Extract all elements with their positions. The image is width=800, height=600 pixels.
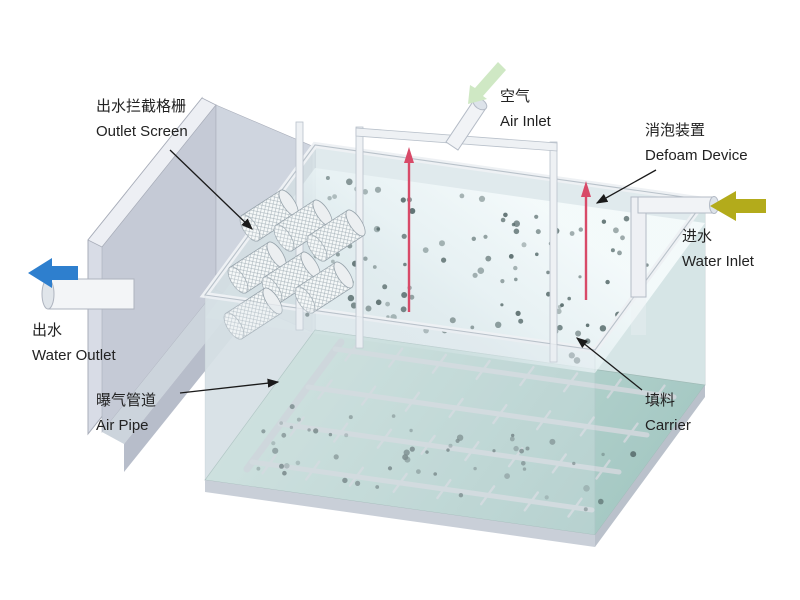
air-branch-pipe	[305, 384, 650, 438]
water-outlet-pipe	[41, 278, 135, 310]
air-branch-pipe	[249, 459, 595, 513]
defoam-device-2	[581, 181, 591, 300]
air-inlet-arrow	[468, 62, 506, 104]
water-inlet-pipe	[630, 196, 719, 335]
base-front	[205, 480, 595, 547]
defoam-arrowhead	[404, 147, 414, 163]
leader-lines	[169, 149, 657, 394]
frame-post	[549, 141, 558, 363]
air-branch-pipe	[277, 421, 622, 475]
defoam-device-1	[404, 147, 414, 312]
label-water-inlet: 进水 Water Inlet	[682, 224, 754, 274]
label-air-pipe: 曝气管道 Air Pipe	[96, 388, 156, 438]
label-defoam-device-en: Defoam Device	[645, 147, 748, 164]
label-water-inlet-en: Water Inlet	[682, 253, 754, 270]
label-defoam-device: 消泡装置 Defoam Device	[645, 118, 748, 168]
leader-defoam-device	[595, 169, 657, 204]
water-inlet-arrow	[710, 191, 766, 221]
label-air-inlet-en: Air Inlet	[500, 113, 551, 130]
defoam-arrowhead	[581, 181, 591, 197]
label-carrier: 填料 Carrier	[645, 388, 691, 438]
label-outlet-screen-zh: 出水拦截格栅	[96, 98, 187, 115]
label-outlet-screen-en: Outlet Screen	[96, 123, 188, 140]
label-water-inlet-zh: 进水	[682, 228, 713, 245]
leader-carrier	[575, 337, 643, 391]
label-outlet-screen: 出水拦截格栅 Outlet Screen	[96, 94, 188, 144]
carrier-dots-floor	[256, 404, 637, 512]
base-right	[595, 385, 705, 547]
air-branch-pipe	[332, 346, 677, 400]
label-carrier-en: Carrier	[645, 417, 691, 434]
air-diffuser-ticks	[261, 341, 666, 518]
inlet-pipe-body	[637, 196, 715, 214]
water-outlet-arrow	[28, 258, 78, 288]
label-defoam-device-zh: 消泡装置	[645, 122, 706, 139]
inlet-downpipe-submerged	[631, 297, 646, 335]
tank-base	[205, 385, 705, 547]
leader-air-pipe	[179, 378, 280, 394]
outlet-pipe-body	[47, 278, 135, 310]
label-air-pipe-en: Air Pipe	[96, 417, 149, 434]
leader-outlet-screen	[169, 149, 253, 230]
chamber-bottom	[102, 290, 238, 444]
label-air-pipe-zh: 曝气管道	[96, 392, 157, 409]
label-air-inlet-zh: 空气	[500, 88, 531, 105]
label-water-outlet: 出水 Water Outlet	[32, 318, 116, 368]
label-air-inlet: 空气 Air Inlet	[500, 84, 551, 134]
outlet-chamber	[87, 96, 313, 472]
label-water-outlet-en: Water Outlet	[32, 347, 116, 364]
label-water-outlet-zh: 出水	[32, 322, 63, 339]
label-carrier-zh: 填料	[645, 392, 676, 409]
